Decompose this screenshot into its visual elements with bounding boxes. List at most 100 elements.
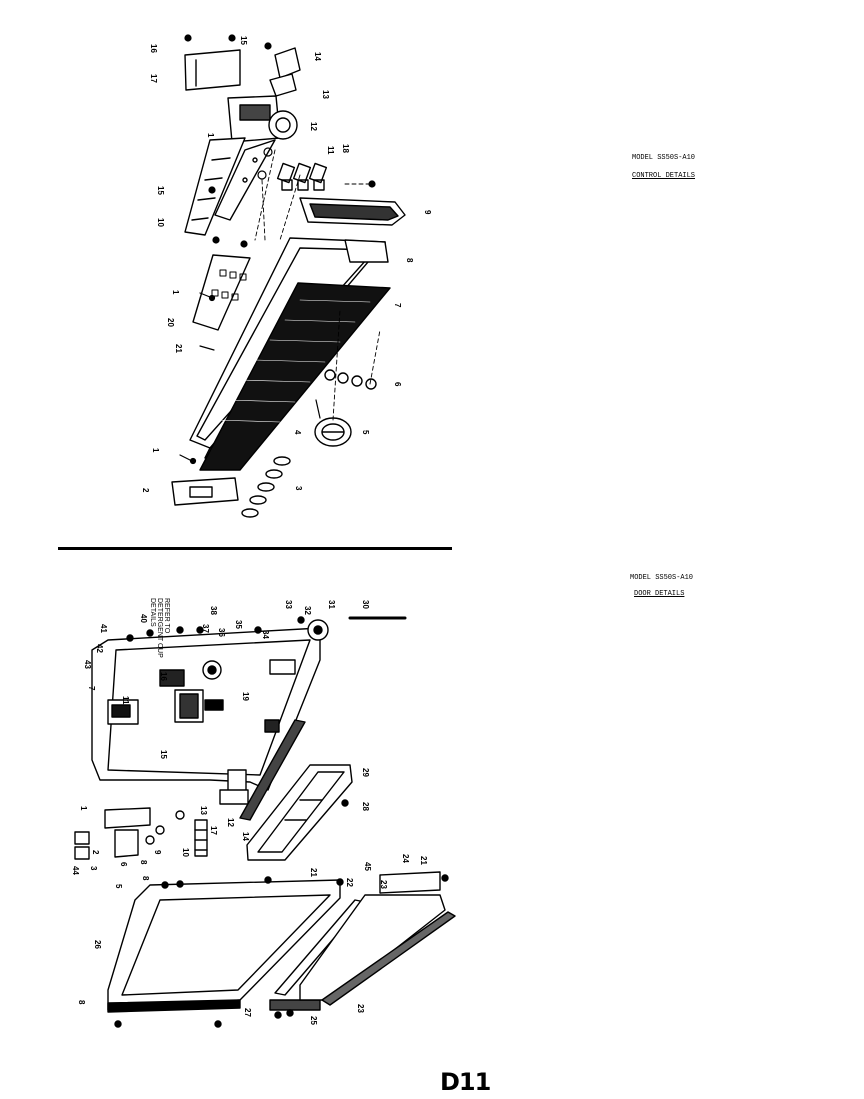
callout-37: 37	[201, 624, 210, 633]
callout-19: 19	[241, 692, 250, 701]
callout-1d: 1	[79, 806, 88, 811]
callout-12d: 12	[226, 818, 235, 827]
door-trim-strips	[107, 899, 366, 1013]
callout-30: 30	[361, 600, 370, 609]
callout-38: 38	[209, 606, 218, 615]
mounting-bracket	[269, 47, 301, 97]
callout-6: 6	[393, 382, 402, 387]
callout-24: 24	[401, 854, 410, 863]
push-buttons	[324, 369, 377, 390]
panel-insert	[199, 282, 391, 471]
callout-15: 15	[239, 36, 248, 45]
timer-knob	[314, 417, 352, 447]
callout-1b: 1	[171, 290, 180, 295]
callout-9d: 9	[153, 850, 162, 855]
callout-8f: 8	[141, 876, 150, 881]
callout-40: 40	[139, 614, 148, 623]
terminal-block	[184, 137, 246, 236]
upper-hinge-cap	[297, 616, 329, 641]
callout-13d: 13	[199, 806, 208, 815]
callout-16d: 16	[159, 672, 168, 681]
callout-35: 35	[234, 620, 243, 629]
callout-16: 16	[149, 44, 158, 53]
door-screws	[114, 626, 449, 1028]
callout-21: 21	[174, 344, 183, 353]
callout-36: 36	[217, 628, 226, 637]
switch-housing	[184, 49, 241, 91]
callout-43: 43	[83, 660, 92, 669]
callout-33: 33	[284, 600, 293, 609]
callout-8d: 8	[139, 860, 148, 865]
callout-10: 10	[156, 218, 165, 227]
callout-27: 27	[243, 1008, 252, 1017]
outer-door-panel	[299, 871, 456, 1006]
callout-23b: 23	[356, 1004, 365, 1013]
switch-plate	[299, 197, 406, 226]
callout-12: 12	[309, 122, 318, 131]
callout-note-detergent: REFER TO DETERGENT CUP DETAILS	[149, 598, 170, 658]
callout-11d: 11	[121, 696, 130, 705]
callout-26: 26	[93, 940, 102, 949]
callout-44: 44	[71, 866, 80, 875]
callout-34: 34	[261, 630, 270, 639]
callout-3d: 3	[89, 866, 98, 871]
callout-2d: 2	[91, 850, 100, 855]
dispenser-components	[159, 659, 296, 805]
wiring-plate	[192, 254, 251, 331]
callout-15b: 15	[156, 186, 165, 195]
callout-1c: 1	[151, 448, 160, 453]
callout-32: 32	[303, 606, 312, 615]
section-divider	[58, 547, 452, 550]
callout-8: 8	[405, 258, 414, 263]
spring-cluster	[241, 456, 291, 518]
callout-7: 7	[393, 303, 402, 308]
bracket-strip	[214, 139, 276, 221]
door-model-label: MODEL SS50S-A10	[630, 574, 694, 582]
callout-5: 5	[361, 430, 370, 435]
callout-8e: 8	[77, 1000, 86, 1005]
callout-17: 17	[149, 74, 158, 83]
vent-assembly	[246, 764, 353, 861]
callout-29: 29	[361, 768, 370, 777]
callout-3: 3	[294, 486, 303, 491]
callout-13: 13	[321, 90, 330, 99]
callout-41: 41	[99, 624, 108, 633]
callout-45: 45	[363, 862, 372, 871]
door-gasket	[239, 719, 306, 821]
rocker-switches	[276, 162, 328, 191]
callout-18: 18	[341, 144, 350, 153]
assembly-guide-lines	[254, 149, 381, 421]
callout-14d: 14	[241, 832, 250, 841]
callout-7d: 7	[87, 686, 96, 691]
callout-22: 22	[345, 878, 354, 887]
callout-5d: 5	[114, 884, 123, 889]
callout-20: 20	[166, 318, 175, 327]
control-model-label: MODEL SS50S-A10	[632, 154, 696, 162]
callout-6d: 6	[119, 862, 128, 867]
callout-4: 4	[293, 430, 302, 435]
page-number: D11	[440, 1068, 491, 1096]
callout-25: 25	[309, 1016, 318, 1025]
door-details-title: DOOR DETAILS	[634, 590, 685, 598]
callout-14: 14	[313, 52, 322, 61]
callout-31: 31	[327, 600, 336, 609]
screws	[179, 34, 376, 465]
callout-1a: 1	[206, 133, 215, 138]
callout-42: 42	[95, 644, 104, 653]
control-details-title: CONTROL DETAILS	[632, 172, 696, 180]
callout-28: 28	[361, 802, 370, 811]
callout-23a: 23	[379, 880, 388, 889]
right-end-bracket	[344, 239, 389, 263]
callout-11: 11	[326, 146, 335, 155]
end-cap	[171, 477, 239, 506]
callout-21b: 21	[419, 856, 428, 865]
timer-assembly	[227, 95, 298, 143]
callout-2: 2	[141, 488, 150, 493]
callout-9: 9	[423, 210, 432, 215]
callout-17d: 17	[209, 826, 218, 835]
callout-15d: 15	[159, 750, 168, 759]
callout-21a: 21	[309, 868, 318, 877]
callout-10d: 10	[181, 848, 190, 857]
